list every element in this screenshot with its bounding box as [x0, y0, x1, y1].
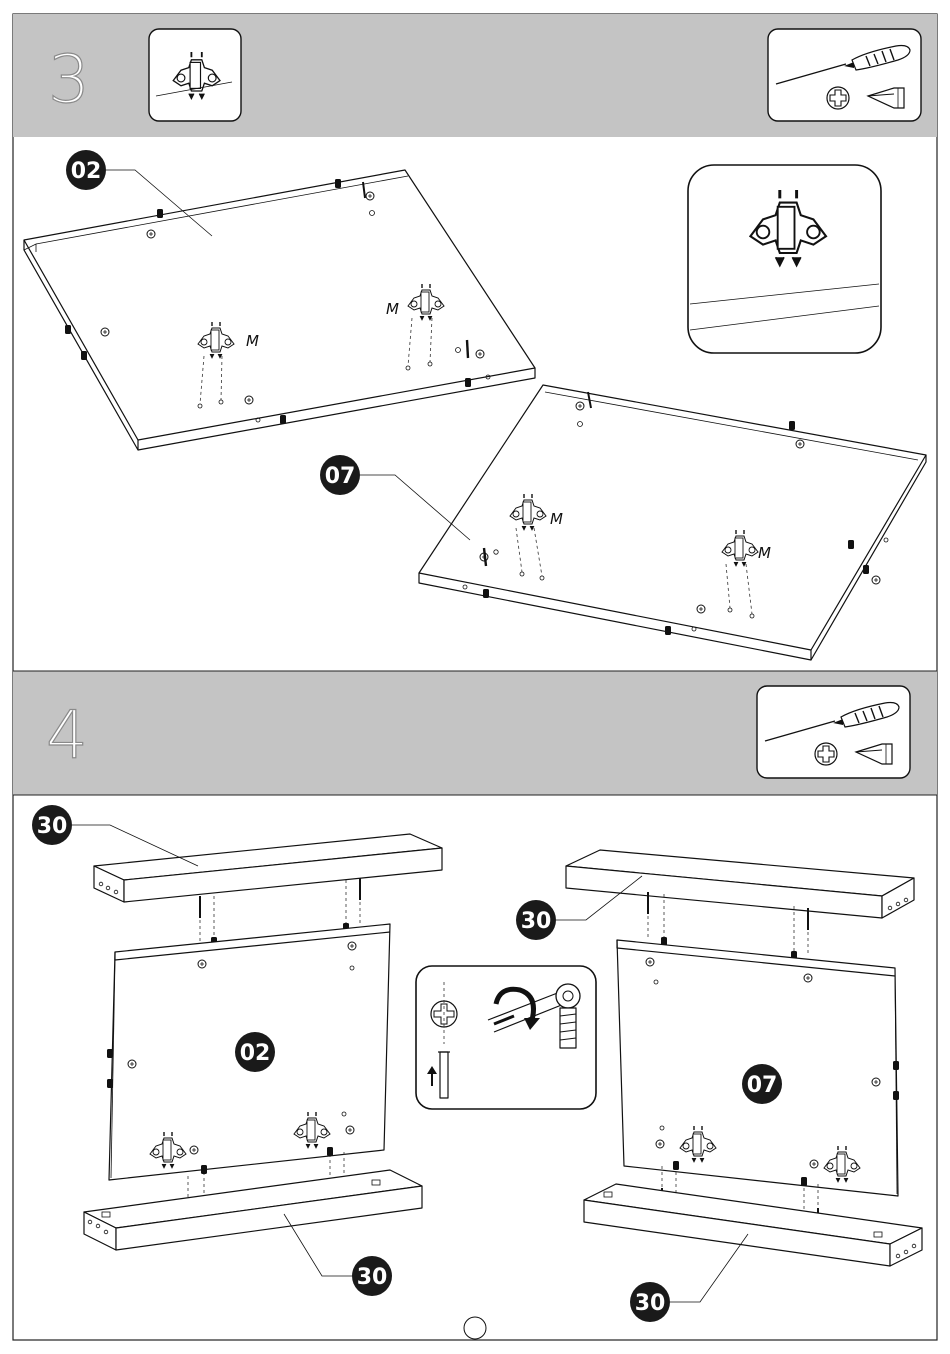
hinge-plate-icon-box: [149, 29, 241, 121]
camlock-detail-inset: [416, 966, 596, 1109]
panel-07-drawing: M M: [419, 385, 926, 660]
step-number: 4: [46, 697, 88, 774]
svg-text:30: 30: [357, 1265, 388, 1290]
dowel: [801, 1177, 807, 1186]
part-label-30: 30: [630, 1234, 748, 1322]
cam-lock-icon: [556, 984, 580, 1048]
rail-30-top-right: [566, 850, 914, 918]
dowel: [201, 1165, 207, 1174]
dowel: [673, 1161, 679, 1170]
tools-icon-box: [768, 29, 921, 121]
rail-30-bottom-right: [584, 1184, 922, 1266]
part-label-07-text: 07: [747, 1073, 778, 1098]
step-4-body: 30 02: [32, 805, 922, 1339]
panel-07-vertical: 07: [617, 940, 899, 1196]
step-4-header: 4: [13, 671, 937, 795]
part-label-07: 07: [320, 455, 470, 540]
step-3-header: 3: [13, 14, 937, 137]
page-number-circle: [464, 1317, 486, 1339]
svg-text:30: 30: [37, 814, 68, 839]
step-number: 3: [48, 41, 90, 118]
panel-02-vertical: 02: [107, 924, 390, 1180]
step-3-body: M M 02: [24, 150, 926, 660]
rail-30-top-left: [94, 834, 442, 902]
hinge-detail-inset: [688, 165, 881, 353]
phillips-head-icon: [815, 743, 837, 765]
part-label-30: 30: [32, 805, 198, 866]
hinge-label: M: [386, 300, 399, 318]
phillips-head-icon: [827, 87, 849, 109]
svg-text:30: 30: [521, 909, 552, 934]
svg-text:02: 02: [71, 159, 102, 184]
part-label-30: 30: [284, 1214, 392, 1296]
svg-text:30: 30: [635, 1291, 666, 1316]
svg-text:07: 07: [325, 464, 356, 489]
hinge-label: M: [550, 510, 563, 528]
tools-icon-box: [757, 686, 910, 778]
dowel: [327, 1147, 333, 1156]
panel-02-drawing: M M: [24, 170, 535, 450]
hinge-label: M: [758, 544, 771, 562]
hinge-label: M: [246, 332, 259, 350]
part-label-02-text: 02: [240, 1041, 271, 1066]
rail-30-bottom-left: [84, 1170, 422, 1250]
